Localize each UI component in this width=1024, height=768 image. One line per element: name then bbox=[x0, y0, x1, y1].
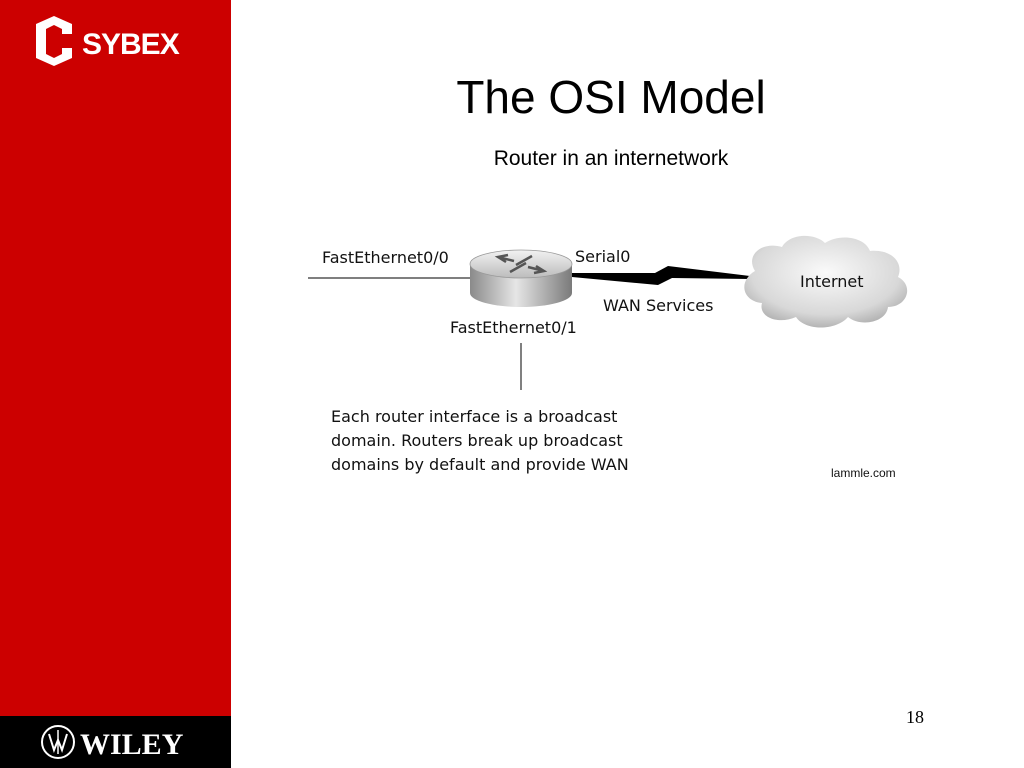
slide-title: The OSI Model bbox=[456, 71, 766, 123]
caption-line: Each router interface is a broadcast bbox=[331, 407, 617, 426]
serial-link-icon bbox=[572, 266, 750, 285]
caption-line: domains by default and provide WAN bbox=[331, 455, 629, 474]
serial-interface-label: Serial0 bbox=[575, 247, 630, 266]
router-diagram: FastEthernet0/0 Serial0 WAN Services Int… bbox=[308, 235, 908, 480]
slide-subtitle: Router in an internetwork bbox=[493, 147, 729, 170]
internet-cloud-label: Internet bbox=[800, 272, 864, 291]
left-interface-label: FastEthernet0/0 bbox=[322, 248, 449, 267]
wiley-wordmark: WILEY bbox=[80, 728, 184, 761]
sybex-logo: SYBEX bbox=[36, 16, 181, 66]
credit-label: lammle.com bbox=[831, 466, 896, 480]
sybex-wordmark: SYBEX bbox=[82, 28, 180, 61]
wan-services-label: WAN Services bbox=[603, 296, 713, 315]
bottom-interface-label: FastEthernet0/1 bbox=[450, 318, 577, 337]
page-number: 18 bbox=[906, 707, 924, 727]
red-sidebar bbox=[0, 0, 231, 716]
wiley-footer-bar bbox=[0, 716, 231, 768]
caption-line: domain. Routers break up broadcast bbox=[331, 431, 623, 450]
router-icon bbox=[469, 249, 573, 307]
wiley-logo: WILEY bbox=[41, 725, 184, 761]
internet-cloud-icon bbox=[744, 235, 908, 328]
